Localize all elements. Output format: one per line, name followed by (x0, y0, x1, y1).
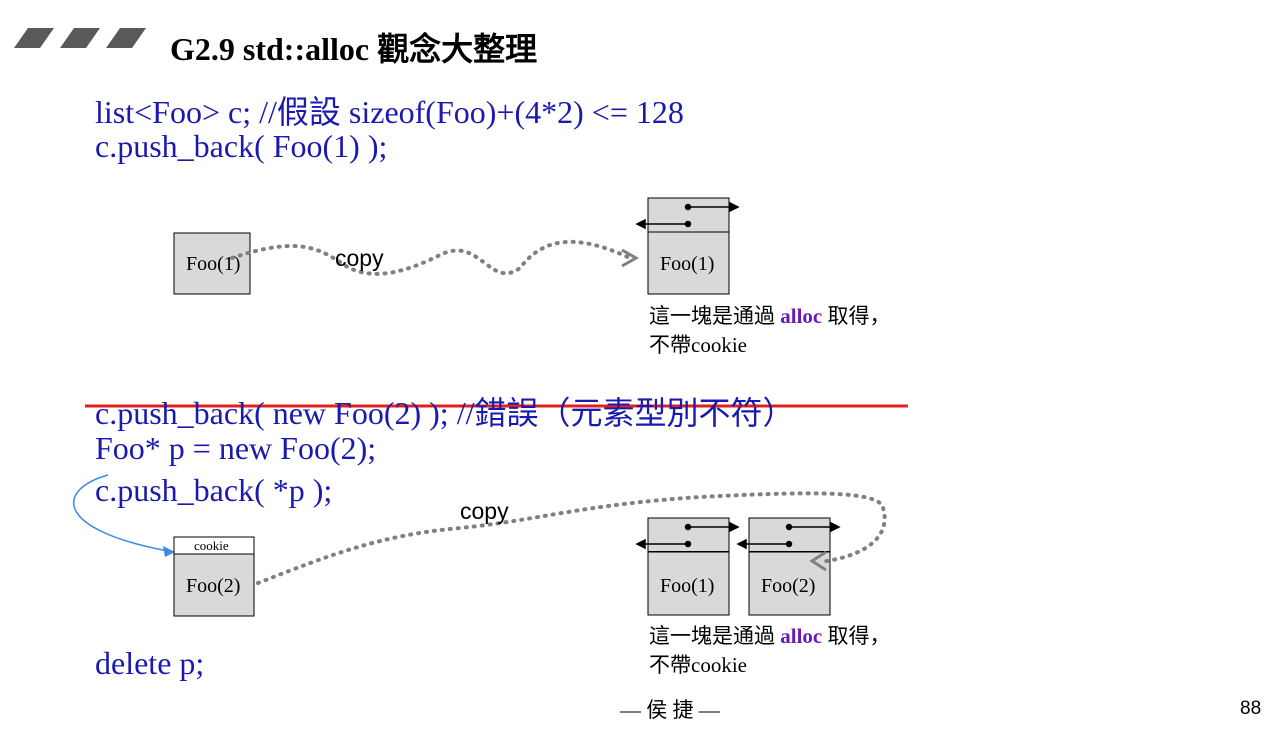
node-b-label: Foo(2) (761, 575, 816, 597)
copy-arrowhead-1 (621, 248, 640, 268)
source-box-1 (173, 232, 251, 295)
alloc-note-2-line2: 不帶cookie (649, 653, 747, 677)
code-line-delete: delete p; (95, 645, 205, 681)
node-a-label: Foo(1) (660, 575, 715, 597)
copy-path-1 (230, 239, 632, 276)
title-bars-icon (14, 28, 146, 48)
author-footer: — 侯 捷 — (620, 698, 720, 722)
source-box-1-label: Foo(1) (186, 253, 241, 275)
cookie-label: cookie (194, 538, 229, 553)
heap-foo2-label: Foo(2) (186, 575, 241, 597)
node-1-pointer-arrows (635, 201, 740, 230)
alloc-keyword-1: alloc (780, 304, 823, 328)
alloc-note-2-prefix: 這一塊是通過 (649, 624, 781, 648)
code-line-struck-error: c.push_back( new Foo(2) ); //錯誤（元素型別不符） (95, 395, 795, 431)
alloc-note-1-prefix: 這一塊是通過 (649, 304, 781, 328)
copy-arrowhead-2 (809, 550, 827, 572)
code-line-push-deref: c.push_back( *p ); (95, 472, 333, 508)
code-line-new-foo2: Foo* p = new Foo(2); (95, 430, 377, 466)
list-node-1 (647, 197, 730, 295)
alloc-note-2-suffix: 取得， (822, 624, 891, 648)
slide-title: G2.9 std::alloc 觀念大整理 (170, 31, 538, 67)
node-1-label: Foo(1) (660, 253, 715, 275)
page-number: 88 (1240, 698, 1262, 719)
copy-path-2 (256, 491, 887, 585)
copy-label-2: copy (460, 498, 509, 524)
alloc-note-2: 這一塊是通過 alloc 取得， 不帶cookie (649, 622, 891, 680)
deref-arrow (72, 474, 169, 552)
copy-label-1: copy (335, 245, 384, 271)
list-node-a (647, 517, 730, 616)
heap-object-foo2 (173, 536, 255, 617)
alloc-note-1: 這一塊是通過 alloc 取得， 不帶cookie (649, 302, 891, 360)
nodes-pointer-arrows (635, 521, 841, 550)
alloc-keyword-2: alloc (780, 624, 823, 648)
alloc-note-1-line2: 不帶cookie (649, 333, 747, 357)
alloc-note-1-suffix: 取得， (822, 304, 891, 328)
code-line-list-decl: list<Foo> c; //假設 sizeof(Foo)+(4*2) <= 1… (95, 94, 684, 130)
deref-arrowhead (163, 546, 175, 557)
code-line-push-foo1: c.push_back( Foo(1) ); (95, 128, 388, 164)
